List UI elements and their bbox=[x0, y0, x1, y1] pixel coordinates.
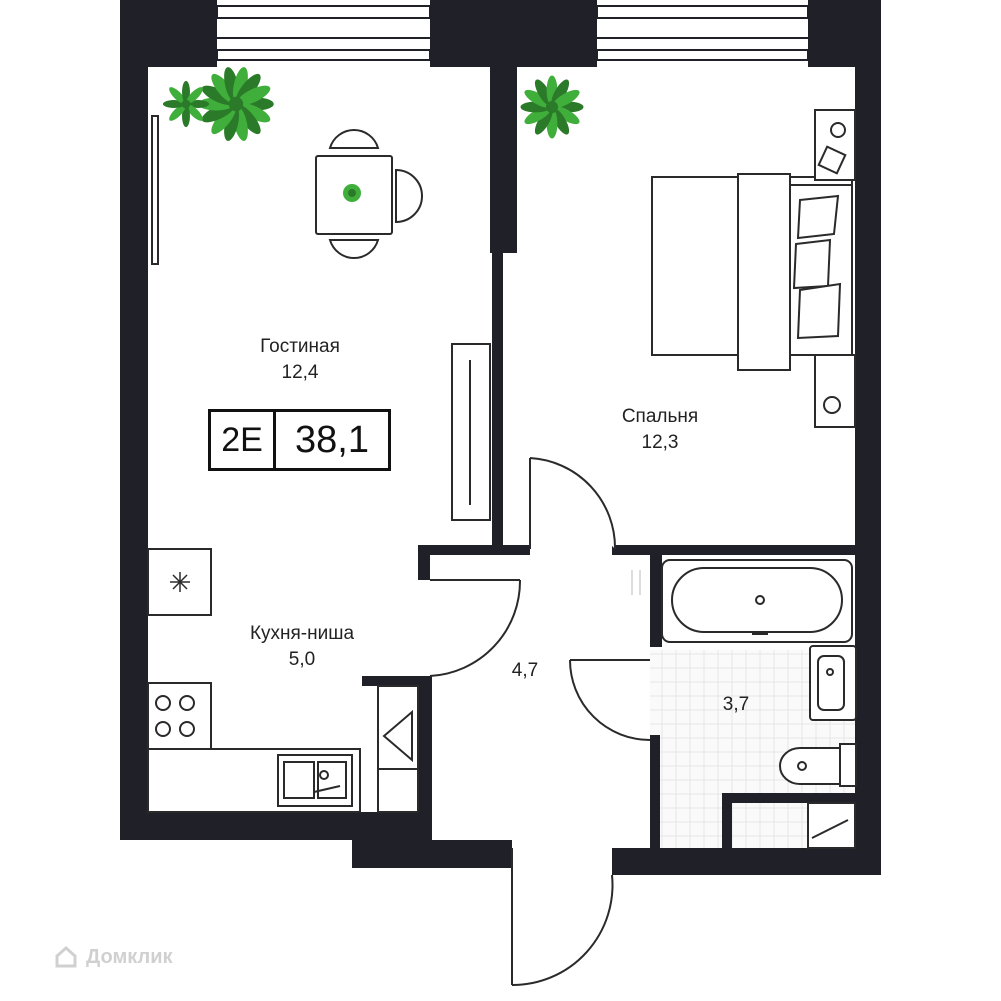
windows bbox=[216, 5, 809, 61]
wall-radiator bbox=[151, 115, 159, 265]
vent-marker bbox=[631, 570, 641, 595]
bedroom-area: 12,3 bbox=[641, 432, 679, 453]
walls bbox=[120, 0, 881, 875]
bathtub bbox=[661, 559, 853, 643]
fridge-icon bbox=[170, 572, 190, 592]
living-cabinet bbox=[451, 343, 491, 521]
hall-area: 4,7 bbox=[511, 660, 539, 681]
washing-machine bbox=[807, 802, 856, 849]
living-room-label: Гостиная 12,4 bbox=[240, 334, 360, 386]
kitchen-name: Кухня-ниша bbox=[249, 623, 355, 644]
nightstand-bottom bbox=[814, 354, 856, 428]
toilet bbox=[779, 743, 857, 787]
living-room-area: 12,4 bbox=[281, 362, 319, 383]
watermark: Домклик bbox=[54, 945, 173, 969]
bathroom-sink bbox=[809, 645, 857, 721]
kitchen-area: 5,0 bbox=[288, 649, 316, 670]
doors bbox=[429, 457, 651, 987]
bedroom-name: Спальня bbox=[621, 406, 699, 427]
double-bed bbox=[651, 173, 853, 371]
cooktop-burners bbox=[155, 695, 195, 737]
faucet-icon bbox=[313, 770, 341, 793]
bedroom-label: Спальня 12,3 bbox=[600, 404, 720, 456]
living-room-name: Гостиная bbox=[260, 336, 340, 357]
apartment-badge: 2E 38,1 bbox=[208, 409, 391, 471]
kitchen-label: Кухня-ниша 5,0 bbox=[222, 621, 382, 673]
total-area: 38,1 bbox=[295, 418, 369, 461]
kitchen-counter bbox=[147, 548, 361, 813]
house-logo-icon bbox=[55, 945, 77, 968]
hall-label: 4,7 bbox=[495, 658, 555, 684]
layout-code: 2E bbox=[211, 412, 276, 468]
bathroom-label: 3,7 bbox=[706, 692, 766, 718]
plant-icon bbox=[162, 67, 584, 141]
nightstand-top bbox=[814, 109, 856, 181]
bathroom-area: 3,7 bbox=[722, 694, 750, 715]
table-plant-icon bbox=[343, 184, 361, 202]
hall-wardrobe bbox=[377, 685, 419, 813]
dining-table bbox=[315, 129, 423, 259]
watermark-text: Домклик bbox=[86, 945, 173, 968]
